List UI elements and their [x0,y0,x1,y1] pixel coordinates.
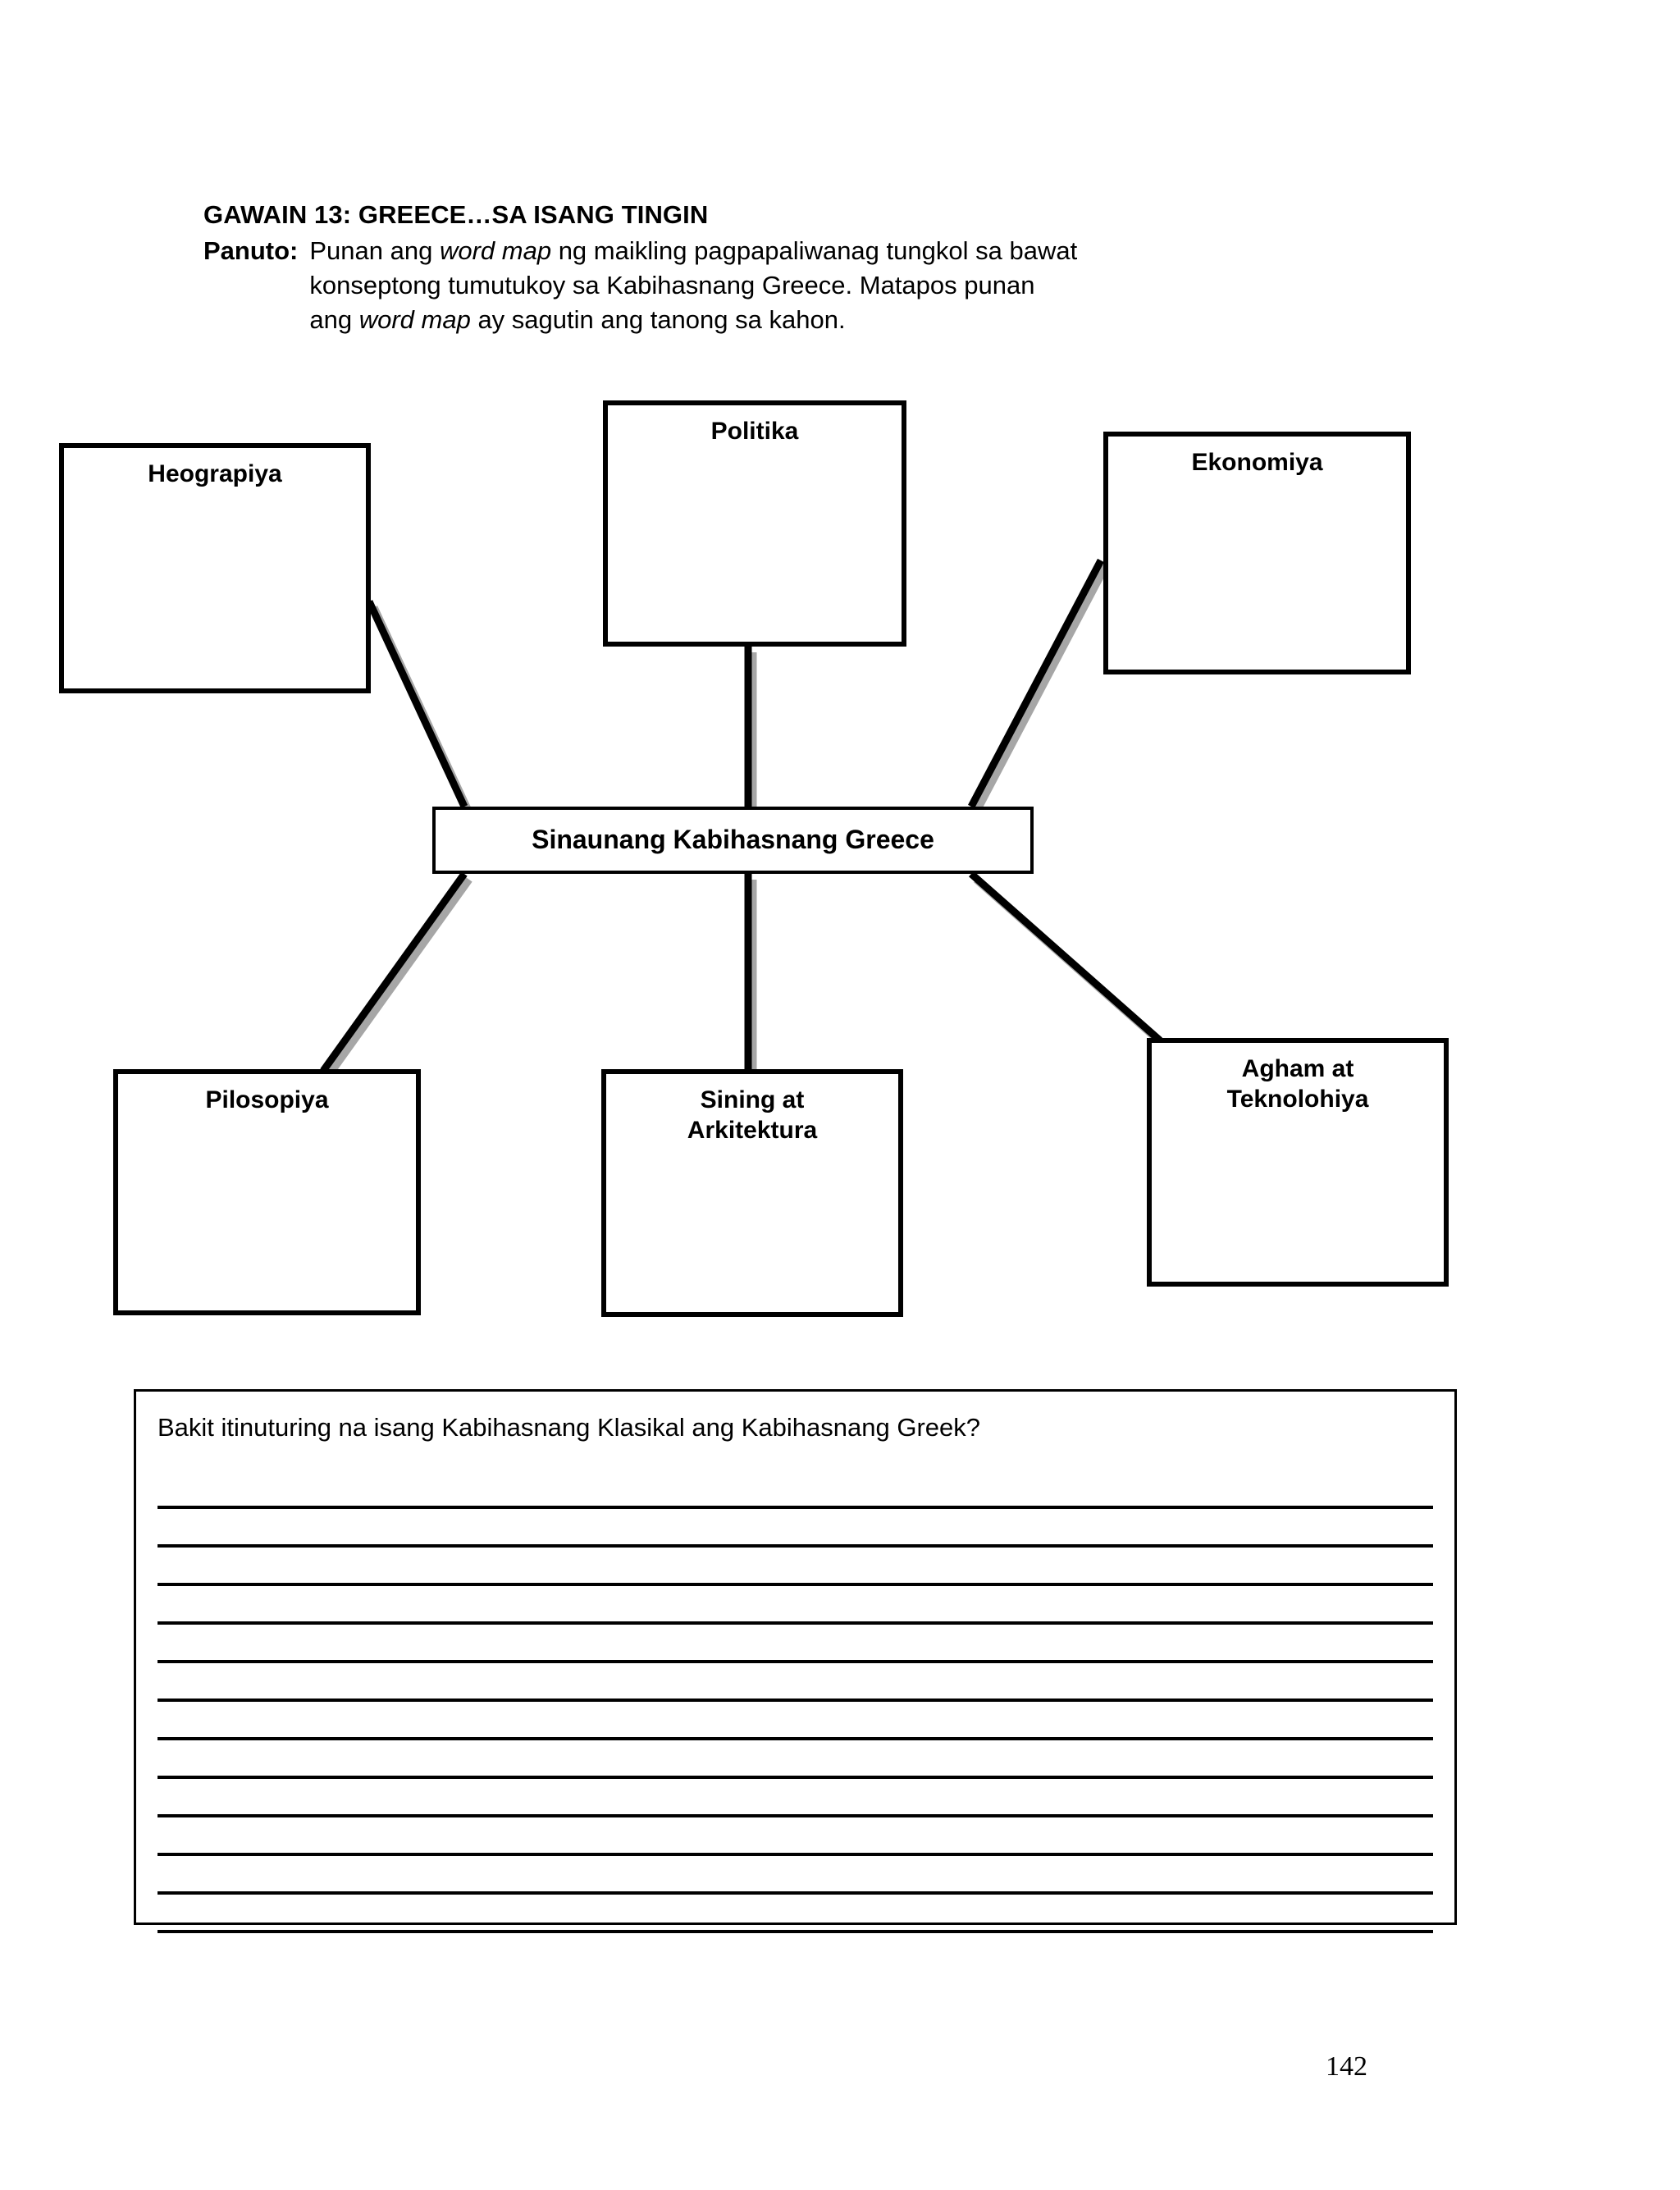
worksheet-header: GAWAIN 13: GREECE…SA ISANG TINGIN Panuto… [203,199,1434,336]
answer-writing-line[interactable] [158,1740,1433,1779]
answer-writing-line[interactable] [158,1817,1433,1856]
wordmap-node-politika[interactable]: Politika [603,400,906,647]
instructions-line-1-part-b: ng maikling pagpapaliwanag tungkol sa ba… [551,235,1078,265]
wordmap-node-heograpiya-label: Heograpiya [148,460,282,487]
wordmap-node-agham-at-teknolohiya-label: Agham at Teknolohiya [1226,1055,1369,1113]
connector-pilosopiya [320,871,468,1073]
wordmap-center-node-label: Sinaunang Kabihasnang Greece [532,825,934,855]
connector-ekonomiya [968,558,1104,809]
answer-writing-line[interactable] [158,1779,1433,1817]
answer-writing-line[interactable] [158,1702,1433,1740]
wordmap-node-agham-at-teknolohiya[interactable]: Agham at Teknolohiya [1147,1038,1449,1287]
instructions-line-3-emphasis: word map [358,304,471,334]
answer-writing-line[interactable] [158,1856,1433,1895]
instructions-line-1-emphasis: word map [439,235,552,265]
wordmap-node-ekonomiya[interactable]: Ekonomiya [1103,432,1411,674]
activity-title: GAWAIN 13: GREECE…SA ISANG TINGIN [203,200,709,229]
answer-writing-lines[interactable] [158,1470,1433,1933]
answer-box[interactable]: Bakit itinuturing na isang Kabihasnang K… [134,1389,1457,1933]
wordmap-node-politika-label: Politika [710,418,799,445]
answer-question-text: Bakit itinuturing na isang Kabihasnang K… [158,1413,981,1442]
answer-writing-line[interactable] [158,1548,1433,1586]
wordmap-node-sining-at-arkitektura-label: Sining at Arkitektura [687,1086,818,1144]
wordmap-node-heograpiya[interactable]: Heograpiya [59,443,371,693]
instructions-line-3-part-b: ay sagutin ang tanong sa kahon. [470,304,846,334]
instructions-line-3: ang word map ay sagutin ang tanong sa ka… [309,305,845,334]
instructions-line-3-part-a: ang [309,304,359,334]
answer-writing-line[interactable] [158,1663,1433,1702]
answer-writing-line[interactable] [158,1470,1433,1509]
instructions-text: Punan ang word map ng maikling pagpapali… [309,234,1434,337]
instructions-block: Panuto: Punan ang word map ng maikling p… [203,234,1434,337]
instructions-line-1-part-a: Punan ang [309,235,440,265]
wordmap-node-pilosopiya[interactable]: Pilosopiya [113,1069,421,1315]
wordmap-node-sining-at-arkitektura[interactable]: Sining at Arkitektura [601,1069,903,1317]
wordmap-node-pilosopiya-label: Pilosopiya [205,1086,329,1113]
page-number: 142 [1326,2051,1367,2082]
wordmap-center-node: Sinaunang Kabihasnang Greece [432,807,1034,874]
instructions-line-2: konseptong tumutukoy sa Kabihasnang Gree… [309,270,1035,299]
connector-agham [969,871,1162,1044]
answer-writing-line[interactable] [158,1895,1433,1933]
answer-writing-line[interactable] [158,1586,1433,1625]
answer-writing-line[interactable] [158,1509,1433,1548]
wordmap-node-ekonomiya-label: Ekonomiya [1191,449,1323,476]
instructions-label: Panuto: [203,235,299,265]
connector-heograpiya [365,600,468,808]
instructions-line-1: Punan ang word map ng maikling pagpapali… [309,236,1077,265]
answer-writing-line[interactable] [158,1625,1433,1663]
